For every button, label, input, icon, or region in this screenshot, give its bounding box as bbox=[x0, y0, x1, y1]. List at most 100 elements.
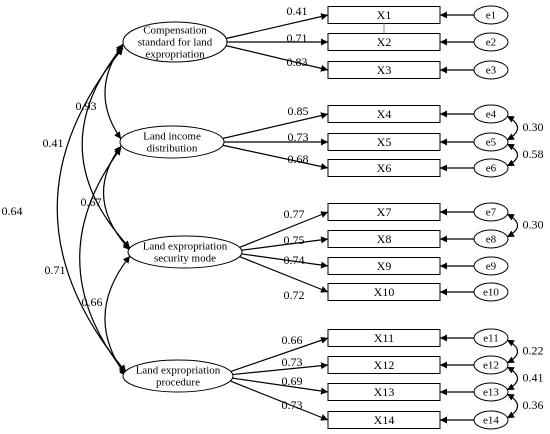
factor-label-f3-line-1: Land expropriation bbox=[143, 241, 228, 253]
indicator-label-x13: X13 bbox=[374, 385, 395, 399]
factor-label-f2-line-1: Land income bbox=[143, 131, 201, 143]
indicator-label-x11: X11 bbox=[374, 331, 394, 345]
factor-label-f4-line-1: Land expropriation bbox=[136, 365, 221, 377]
covariance-arc-f2-f4 bbox=[79, 147, 127, 375]
factor-label-f2-line-2: distribution bbox=[147, 143, 198, 155]
loading-path-x13 bbox=[230, 377, 329, 395]
loading-path-x3 bbox=[224, 44, 329, 72]
loading-label-x7: 0.77 bbox=[284, 207, 305, 221]
loading-label-x4: 0.85 bbox=[288, 104, 309, 118]
loading-label-x9: 0.74 bbox=[284, 253, 305, 267]
error-label-e7: e7 bbox=[486, 207, 497, 219]
error-node-e14 bbox=[473, 410, 509, 430]
error-label-e5: e5 bbox=[486, 137, 497, 149]
indicator-box-x9 bbox=[327, 257, 441, 275]
covariance-label-f2-f3: 0.67 bbox=[81, 195, 102, 209]
loading-label-x5: 0.73 bbox=[288, 130, 309, 144]
loading-label-x6: 0.68 bbox=[288, 152, 309, 166]
loading-path-x7 bbox=[239, 211, 329, 248]
error-label-e14: e14 bbox=[483, 415, 499, 427]
indicator-box-x8 bbox=[327, 230, 441, 248]
factor-label-f1-line-1: Compensation bbox=[143, 25, 207, 37]
error-node-e4 bbox=[473, 104, 509, 124]
indicator-box-x12 bbox=[327, 356, 441, 374]
loading-path-x14 bbox=[230, 380, 329, 421]
indicator-label-x10: X10 bbox=[374, 285, 395, 299]
error-node-e13 bbox=[473, 382, 509, 402]
factor-node-f3 bbox=[127, 235, 243, 269]
indicator-label-x1: X1 bbox=[377, 8, 392, 22]
error-label-e12: e12 bbox=[483, 360, 499, 372]
error-covariance-arc-e12-e13 bbox=[506, 366, 519, 391]
covariance-label-f2-f4: 0.71 bbox=[45, 263, 66, 277]
loading-label-x12: 0.73 bbox=[282, 355, 303, 369]
error-covariance-label-e12-e13: 0.41 bbox=[523, 370, 544, 384]
error-covariance-arc-e4-e5 bbox=[506, 115, 519, 141]
coefficient-label-layer: 0.930.410.640.670.710.660.300.580.300.22… bbox=[2, 4, 544, 412]
indicator-box-x11 bbox=[327, 329, 441, 347]
error-covariance-label-e11-e12: 0.22 bbox=[523, 343, 544, 357]
error-node-e1 bbox=[473, 5, 509, 25]
indicator-box-x14 bbox=[327, 411, 441, 429]
loading-path-x12 bbox=[230, 362, 329, 376]
loading-label-x8: 0.75 bbox=[284, 233, 305, 247]
error-node-e3 bbox=[473, 60, 509, 80]
error-covariance-layer bbox=[506, 115, 519, 419]
loading-path-x10 bbox=[239, 256, 329, 293]
indicator-box-x4 bbox=[327, 105, 441, 123]
error-node-e5 bbox=[473, 132, 509, 152]
error-label-e3: e3 bbox=[486, 65, 497, 77]
error-label-e9: e9 bbox=[486, 261, 497, 273]
indicator-label-x9: X9 bbox=[377, 259, 392, 273]
error-covariance-arc-e11-e12 bbox=[506, 339, 519, 364]
factor-label-f1-line-2: standard for land bbox=[138, 37, 213, 49]
error-label-e2: e2 bbox=[486, 37, 496, 49]
factor-node-f2 bbox=[119, 125, 225, 159]
error-label-e6: e6 bbox=[486, 163, 497, 175]
error-label-e4: e4 bbox=[486, 109, 497, 121]
loading-path-x9 bbox=[239, 253, 329, 269]
error-node-e2 bbox=[473, 32, 509, 52]
error-covariance-label-e4-e5: 0.30 bbox=[523, 120, 544, 134]
indicator-label-x4: X4 bbox=[377, 107, 392, 121]
factor-node-f4 bbox=[122, 359, 234, 393]
error-label-e8: e8 bbox=[486, 234, 497, 246]
covariance-label-f1-f2: 0.93 bbox=[76, 99, 97, 113]
loading-path-layer bbox=[221, 11, 474, 424]
loading-label-x2: 0.71 bbox=[287, 31, 308, 45]
loading-path-x1 bbox=[224, 13, 329, 40]
covariance-label-f3-f4: 0.66 bbox=[82, 295, 103, 309]
error-covariance-label-e13-e14: 0.36 bbox=[523, 398, 544, 412]
indicator-box-x6 bbox=[327, 159, 441, 177]
error-label-e11: e11 bbox=[483, 333, 498, 345]
error-label-e13: e13 bbox=[483, 387, 499, 399]
indicator-label-x8: X8 bbox=[377, 232, 392, 246]
error-covariance-label-e5-e6: 0.58 bbox=[523, 147, 544, 161]
indicator-label-x14: X14 bbox=[374, 413, 395, 427]
factor-covariance-layer bbox=[56, 43, 131, 377]
error-covariance-arc-e7-e8 bbox=[506, 213, 519, 238]
error-covariance-arc-e5-e6 bbox=[506, 143, 519, 167]
error-node-e10 bbox=[473, 282, 509, 302]
indicator-label-x7: X7 bbox=[377, 205, 392, 219]
error-node-e9 bbox=[473, 256, 509, 276]
indicator-label-x5: X5 bbox=[377, 135, 392, 149]
loading-label-x11: 0.66 bbox=[282, 333, 303, 347]
covariance-arc-f1-f4 bbox=[56, 47, 127, 373]
loading-label-x3: 0.83 bbox=[287, 55, 308, 69]
indicator-label-x3: X3 bbox=[377, 63, 392, 77]
indicator-label-x2: X2 bbox=[377, 35, 392, 49]
indicator-box-x3 bbox=[327, 61, 441, 79]
error-covariance-arc-e13-e14 bbox=[506, 393, 519, 419]
factor-label-f1-line-3: expropriation bbox=[145, 49, 205, 61]
factor-label-f3-line-2: security mode bbox=[154, 253, 216, 265]
covariance-label-f1-f3: 0.41 bbox=[43, 136, 64, 150]
loading-path-x11 bbox=[230, 336, 329, 373]
error-node-e8 bbox=[473, 229, 509, 249]
covariance-label-f1-f4: 0.64 bbox=[2, 204, 23, 218]
error-node-e11 bbox=[473, 328, 509, 348]
covariance-arc-f3-f4 bbox=[104, 255, 131, 377]
loading-label-x10: 0.72 bbox=[284, 288, 305, 302]
error-node-e6 bbox=[473, 158, 509, 178]
